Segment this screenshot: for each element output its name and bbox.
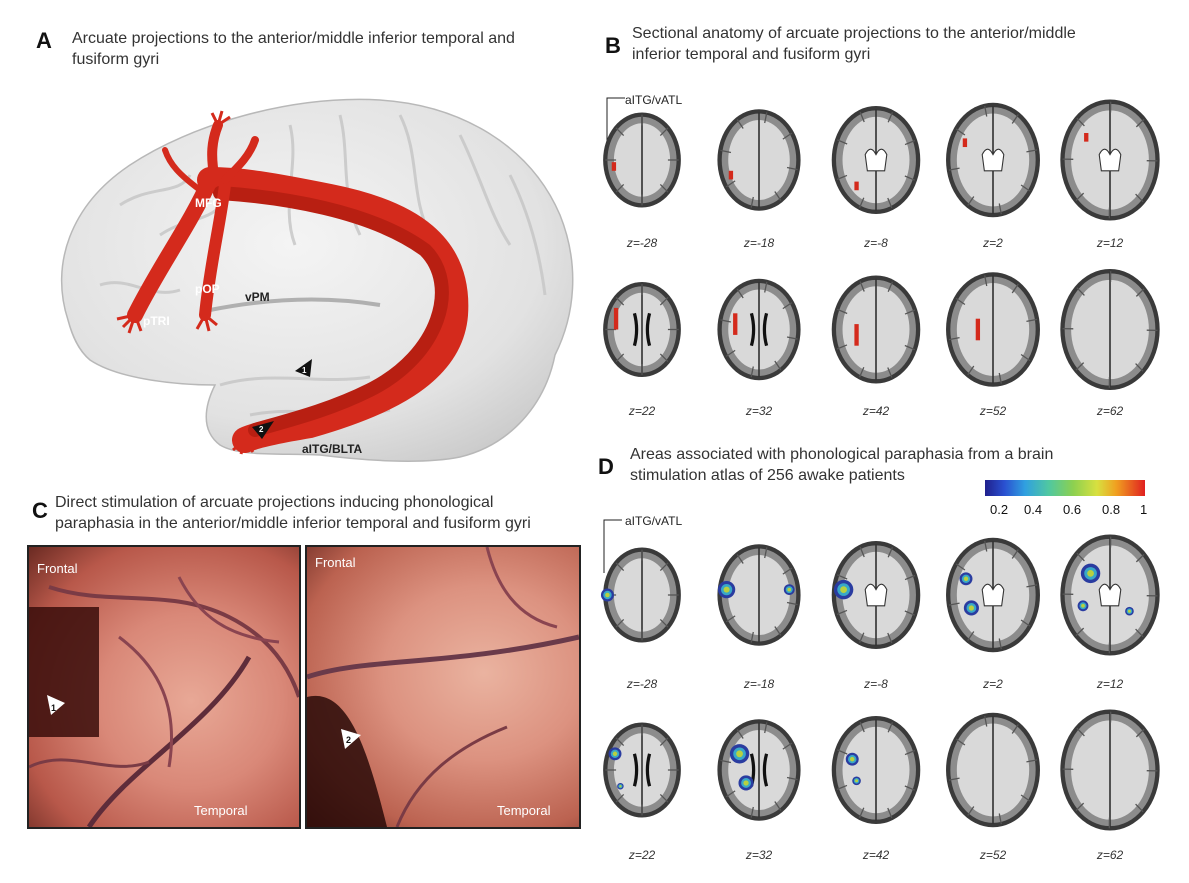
panel-d-slice-row1-1	[705, 525, 813, 670]
panel-d-z-label-row2-1: z=32	[745, 848, 773, 862]
panel-d-slice-row2-1	[705, 700, 813, 845]
panel-a-title-line2: fusiform gyri	[72, 51, 160, 68]
panel-b-slice-row1-2	[822, 95, 930, 230]
panel-b-z-label-row1-0: z=-28	[626, 236, 658, 250]
photo-2-vessels: 2	[307, 547, 579, 827]
colorbar	[985, 480, 1145, 496]
photo-2-marker: 2	[346, 735, 351, 745]
photo-1-frontal-label: Frontal	[37, 561, 78, 576]
label-mfg: MFG	[195, 196, 222, 210]
panel-b-z-label-row1-2: z=-8	[864, 236, 888, 250]
panel-b-title-line2: inferior temporal and fusiform gyri	[632, 46, 871, 63]
panel-b-slice-row2-1	[705, 262, 813, 402]
panel-b-z-label-row2-1: z=32	[745, 404, 773, 418]
marker-2-icon	[252, 421, 274, 439]
photo-1-vessels: 1	[29, 576, 299, 827]
panel-d-slice-row2-2	[822, 700, 930, 845]
photo-1-marker: 1	[51, 703, 56, 713]
panel-d-title-line1: Areas associated with phonological parap…	[630, 446, 1054, 463]
panel-b-title-line1: Sectional anatomy of arcuate projections…	[632, 25, 1076, 42]
panel-d-slice-row2-3	[939, 700, 1047, 845]
panel-a-letter: A	[36, 28, 52, 53]
panel-d-letter: D	[598, 454, 614, 479]
colorbar-tick-0: 0.2	[990, 502, 1009, 517]
panel-a-title: Arcuate projections to the anterior/midd…	[72, 28, 592, 70]
colorbar-tick-1: 0.4	[1024, 502, 1043, 517]
panel-d-slice-row1-0	[588, 525, 696, 670]
panel-c-title-line1: Direct stimulation of arcuate projection…	[55, 494, 494, 511]
panel-b-slice-row2-0	[588, 262, 696, 402]
panel-d-title-line2: stimulation atlas of 256 awake patients	[630, 467, 905, 484]
panel-b-callout-line	[606, 97, 625, 151]
label-vpm: vPM	[245, 290, 270, 304]
panel-b-z-label-row1-4: z=12	[1096, 236, 1124, 250]
panel-d-slice-row1-3	[939, 525, 1047, 670]
panel-d-z-label-row1-4: z=12	[1096, 677, 1124, 691]
panel-c-title: Direct stimulation of arcuate projection…	[55, 492, 615, 534]
panel-d-z-label-row1-1: z=-18	[743, 677, 775, 691]
panel-b-title: Sectional anatomy of arcuate projections…	[632, 23, 1172, 65]
marker-2-label: 2	[259, 425, 264, 434]
panel-b-slice-row2-2	[822, 262, 930, 402]
panel-d-callout-line	[603, 519, 622, 573]
panel-d-slice-row1-4	[1056, 525, 1164, 670]
panel-b-slice-row2-3	[939, 262, 1047, 402]
panel-b-z-label-row2-3: z=52	[979, 404, 1007, 418]
panel-d-slice-row2-4	[1056, 700, 1164, 845]
panel-d-z-label-row2-4: z=62	[1096, 848, 1124, 862]
panel-c-title-line2: paraphasia in the anterior/middle inferi…	[55, 515, 531, 532]
panel-b-z-label-row2-2: z=42	[862, 404, 890, 418]
panel-d-z-label-row2-3: z=52	[979, 848, 1007, 862]
panel-d-slice-row1-2	[822, 525, 930, 670]
panel-d-z-label-row1-2: z=-8	[864, 677, 888, 691]
panel-d-title: Areas associated with phonological parap…	[630, 444, 1150, 486]
panel-b-slice-row1-0	[588, 95, 696, 230]
tract-terminations	[116, 110, 255, 455]
photo-2-temporal-label: Temporal	[497, 803, 551, 818]
panel-b-slice-row1-4	[1056, 95, 1164, 230]
sylvian-fissure	[209, 297, 381, 312]
label-aitg-blta: aITG/BLTA	[302, 442, 363, 456]
marker-1-icon	[295, 359, 312, 377]
panel-d-slice-row2-0	[588, 700, 696, 845]
panel-a-brain-tractography: MFG pOP vPM pTRI aITG/BLTA 1 2	[60, 98, 574, 462]
panel-b-z-label-row1-3: z=2	[983, 236, 1003, 250]
panel-d-z-label-row2-0: z=22	[628, 848, 656, 862]
colorbar-tick-2: 0.6	[1063, 502, 1082, 517]
panel-b-z-label-row2-0: z=22	[628, 404, 656, 418]
marker-1-label: 1	[302, 366, 307, 375]
panel-b-slice-row1-1	[705, 95, 813, 230]
panel-c-letter: C	[32, 498, 48, 523]
photo-1-temporal-label: Temporal	[194, 803, 248, 818]
surgical-photo-1: 1 Frontal Temporal	[27, 545, 301, 829]
photo-2-frontal-label: Frontal	[315, 555, 356, 570]
panel-b-letter: B	[605, 33, 621, 58]
panel-d-z-label-row1-3: z=2	[983, 677, 1003, 691]
surgical-photo-2: 2 Frontal Temporal	[305, 545, 581, 829]
panel-d-z-label-row2-2: z=42	[862, 848, 890, 862]
colorbar-tick-4: 1	[1140, 502, 1148, 517]
label-pop: pOP	[195, 282, 220, 296]
arcuate-tract	[127, 120, 469, 453]
panel-b-slice-row1-3	[939, 95, 1047, 230]
label-ptri: pTRI	[143, 314, 170, 328]
panel-d-z-label-row1-0: z=-28	[626, 677, 658, 691]
colorbar-tick-3: 0.8	[1102, 502, 1121, 517]
panel-b-slice-row2-4	[1056, 262, 1164, 402]
panel-d-callout: aITG/vATL	[625, 514, 683, 528]
panel-a-title-line1: Arcuate projections to the anterior/midd…	[72, 30, 515, 47]
panel-b-z-label-row2-4: z=62	[1096, 404, 1124, 418]
panel-b-callout: aITG/vATL	[625, 93, 683, 107]
panel-b-z-label-row1-1: z=-18	[743, 236, 775, 250]
